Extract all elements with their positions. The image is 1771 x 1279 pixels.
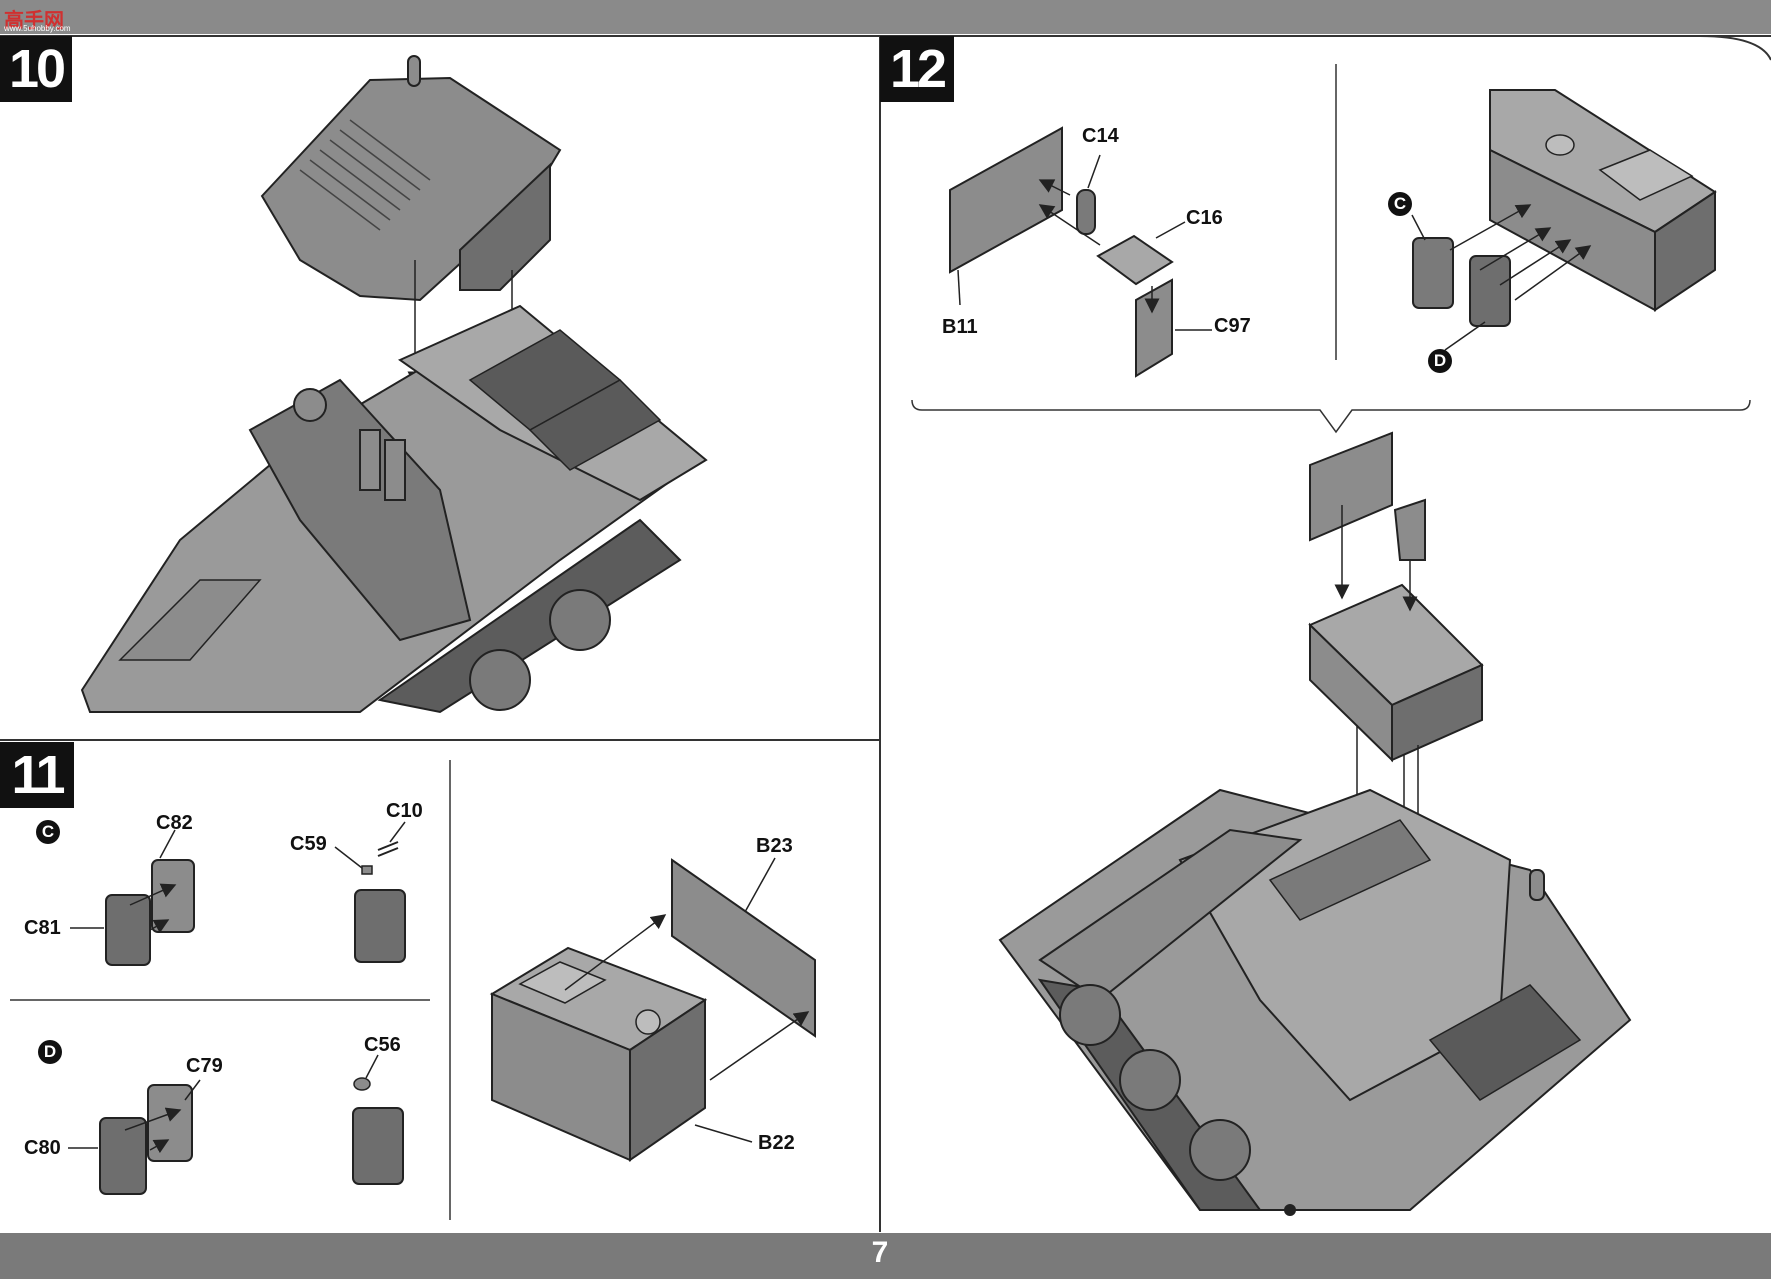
part-label-c79: C79 xyxy=(186,1055,223,1077)
variant-d-marker: D xyxy=(38,1040,62,1064)
part-label-c82: C82 xyxy=(156,812,193,834)
step12-main-assembly xyxy=(998,431,1632,1216)
variant-d-marker-step12: D xyxy=(1428,349,1452,373)
part-label-c59: C59 xyxy=(290,833,327,855)
variant-c-marker-step12: C xyxy=(1388,192,1412,216)
part-label-b23: B23 xyxy=(756,835,793,857)
part-label-c10: C10 xyxy=(386,800,423,822)
part-label-c80: C80 xyxy=(24,1137,61,1159)
step11-box xyxy=(489,857,816,1162)
watermark-logo: 高手网 xyxy=(4,10,64,32)
part-label-c16: C16 xyxy=(1186,207,1223,229)
part-label-c14: C14 xyxy=(1082,125,1119,147)
part-label-c81: C81 xyxy=(24,917,61,939)
step-11-badge: 11 xyxy=(0,742,74,808)
step12-left-sub xyxy=(949,126,1212,378)
part-label-b22: B22 xyxy=(758,1132,795,1154)
top-band xyxy=(0,0,1771,34)
step11-canisters xyxy=(68,821,406,1195)
part-label-c56: C56 xyxy=(364,1034,401,1056)
step12-right-sub xyxy=(1411,89,1717,351)
watermark-url: www.5uhobby.com xyxy=(4,24,71,33)
step10-artwork xyxy=(80,55,708,714)
bottom-band xyxy=(0,1233,1771,1279)
page-number: 7 xyxy=(871,1236,889,1269)
part-label-b11: B11 xyxy=(942,316,978,338)
step-10-badge: 10 xyxy=(0,36,72,102)
variant-c-marker: C xyxy=(36,820,60,844)
step-12-badge: 12 xyxy=(880,36,954,102)
part-label-c97: C97 xyxy=(1214,315,1251,337)
